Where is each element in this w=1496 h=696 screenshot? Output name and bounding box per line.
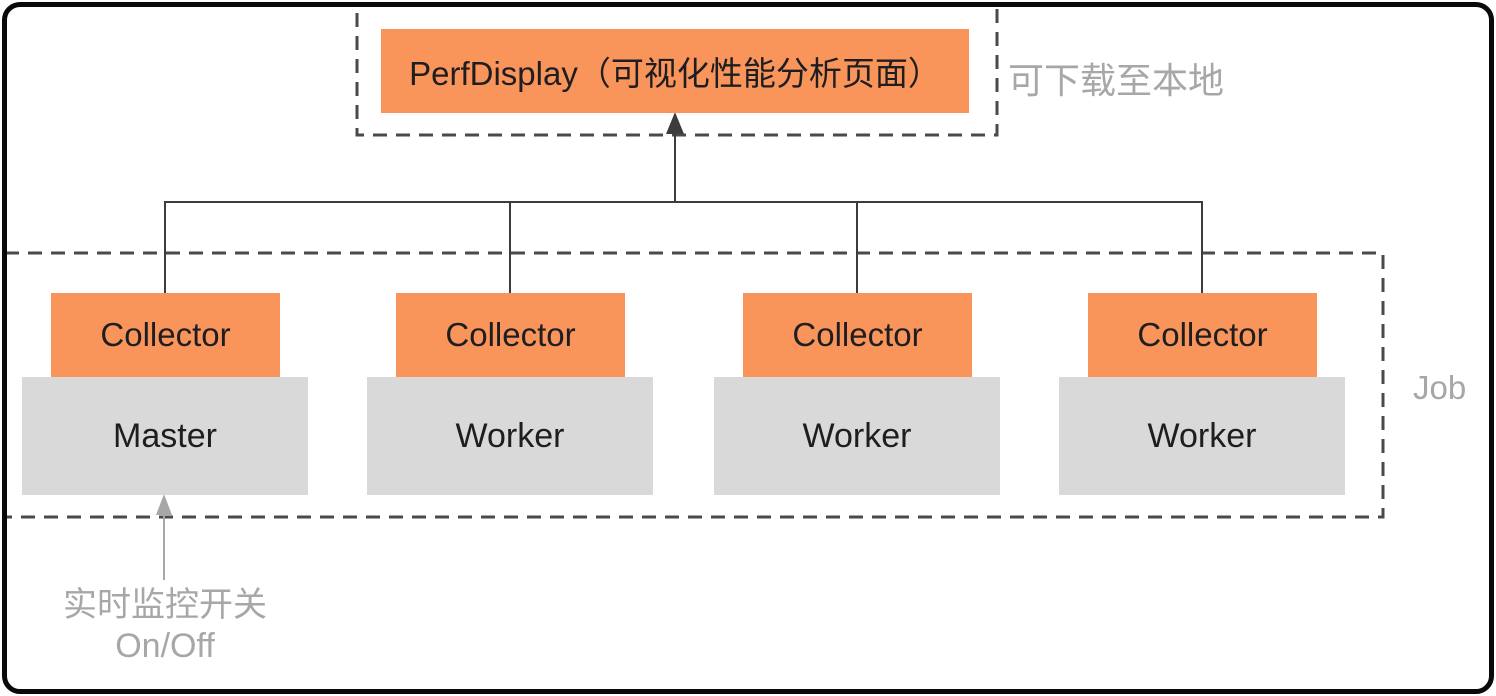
collector-box-4: Collector [1088, 293, 1317, 377]
master-box: Master [22, 377, 308, 495]
worker-label-1: Worker [455, 416, 565, 455]
collector-box-2: Collector [396, 293, 625, 377]
collector-label-3: Collector [792, 316, 923, 353]
monitor-switch-note: 实时监控开关 On/Off [34, 585, 296, 667]
perfdisplay-label: PerfDisplay（可视化性能分析页面） [409, 55, 941, 92]
collector-label-4: Collector [1137, 316, 1268, 353]
collector-box-3: Collector [743, 293, 972, 377]
collector-label-2: Collector [445, 316, 576, 353]
job-label: Job [1413, 369, 1467, 406]
download-note: 可下载至本地 [1008, 60, 1225, 101]
monitor-arrow-icon [156, 494, 172, 515]
monitor-switch-line1: 实时监控开关 [63, 586, 267, 624]
worker-label-3: Worker [1147, 416, 1257, 455]
worker-box-1: Worker [367, 377, 653, 495]
perfdisplay-dashed-container [355, 3, 999, 137]
worker-box-3: Worker [1059, 377, 1345, 495]
collector-box-1: Collector [51, 293, 280, 377]
monitor-switch-line2: On/Off [115, 627, 215, 665]
master-label: Master [113, 416, 217, 455]
arrow-up-icon [666, 112, 684, 134]
perfdisplay-box: PerfDisplay（可视化性能分析页面） [381, 29, 969, 113]
collector-label-1: Collector [100, 316, 231, 353]
worker-label-2: Worker [802, 416, 912, 455]
worker-box-2: Worker [714, 377, 1000, 495]
